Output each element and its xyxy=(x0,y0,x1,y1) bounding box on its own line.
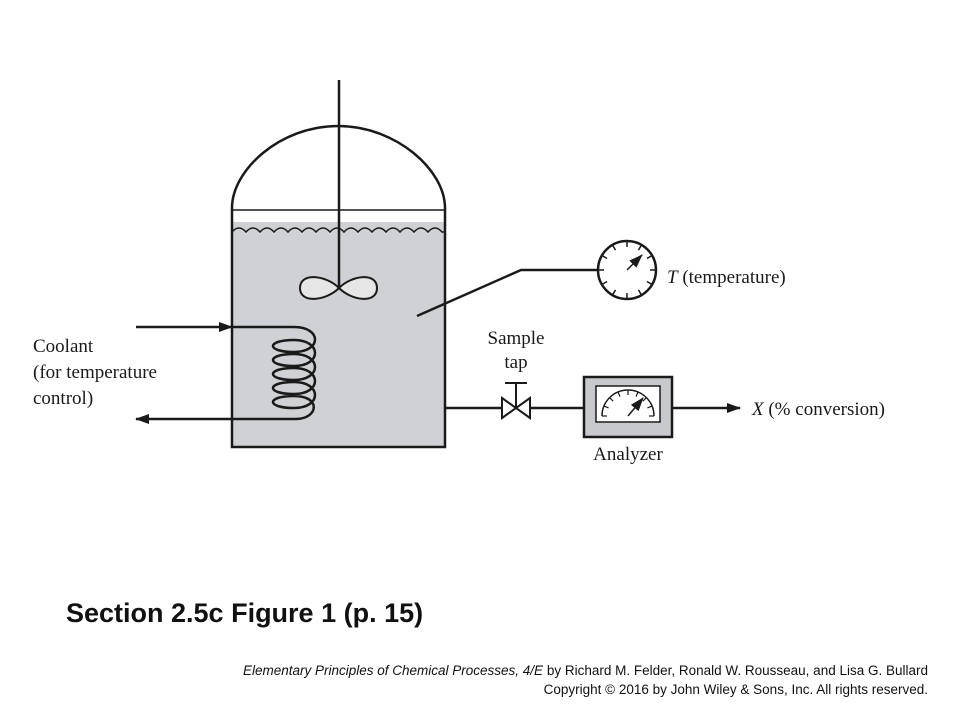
sample-tap-label-line2: tap xyxy=(504,352,527,373)
thermometer-needle xyxy=(626,254,643,271)
coil-loops xyxy=(272,325,317,421)
cooling-coil xyxy=(135,322,317,424)
dial-tick xyxy=(602,255,608,260)
analyzer-meter-needle xyxy=(627,397,644,417)
impeller-right-blade xyxy=(337,276,379,300)
analyzer-label: Analyzer xyxy=(593,444,663,465)
agitator xyxy=(298,80,379,300)
dial-tick xyxy=(637,289,642,295)
temperature-symbol: T xyxy=(667,267,679,288)
credits-line1: Elementary Principles of Chemical Proces… xyxy=(243,661,928,680)
book-credits: Elementary Principles of Chemical Proces… xyxy=(243,661,928,699)
sampling-system xyxy=(445,375,741,439)
conversion-symbol: X xyxy=(751,399,765,420)
dial-tick xyxy=(646,280,652,285)
temperature-measurement xyxy=(416,239,658,318)
meter-tick xyxy=(603,405,609,409)
coolant-label-line1: Coolant xyxy=(33,336,94,357)
meter-tick xyxy=(617,391,621,397)
dial-tick xyxy=(637,245,642,251)
dial-tick xyxy=(612,289,617,295)
dial-tick xyxy=(612,245,617,251)
coolant-label-line3: control) xyxy=(33,388,93,409)
meter-tick xyxy=(635,391,639,397)
coolant-label-line2: (for temperature xyxy=(33,362,157,383)
impeller-left-blade xyxy=(298,276,341,300)
thermometer-ticks xyxy=(599,242,655,298)
sample-valve-right xyxy=(514,396,531,420)
dial-tick xyxy=(602,280,608,285)
conversion-text: (% conversion) xyxy=(764,399,885,420)
thermocouple-line xyxy=(416,268,598,318)
book-title: Elementary Principles of Chemical Proces… xyxy=(242,663,544,678)
conversion-label: X (% conversion) xyxy=(751,399,885,420)
figure-caption: Section 2.5c Figure 1 (p. 15) xyxy=(66,598,424,628)
sample-tap-label-line1: Sample xyxy=(488,328,545,349)
temperature-text: (temperature) xyxy=(678,267,786,288)
dial-tick xyxy=(646,255,652,260)
meter-tick xyxy=(647,405,653,409)
sample-valve-left xyxy=(501,396,518,420)
meter-tick xyxy=(609,397,614,402)
book-authors: by Richard M. Felder, Ronald W. Rousseau… xyxy=(543,663,928,678)
credits-copyright: Copyright © 2016 by John Wiley & Sons, I… xyxy=(543,682,928,697)
temperature-label: T (temperature) xyxy=(667,267,786,288)
